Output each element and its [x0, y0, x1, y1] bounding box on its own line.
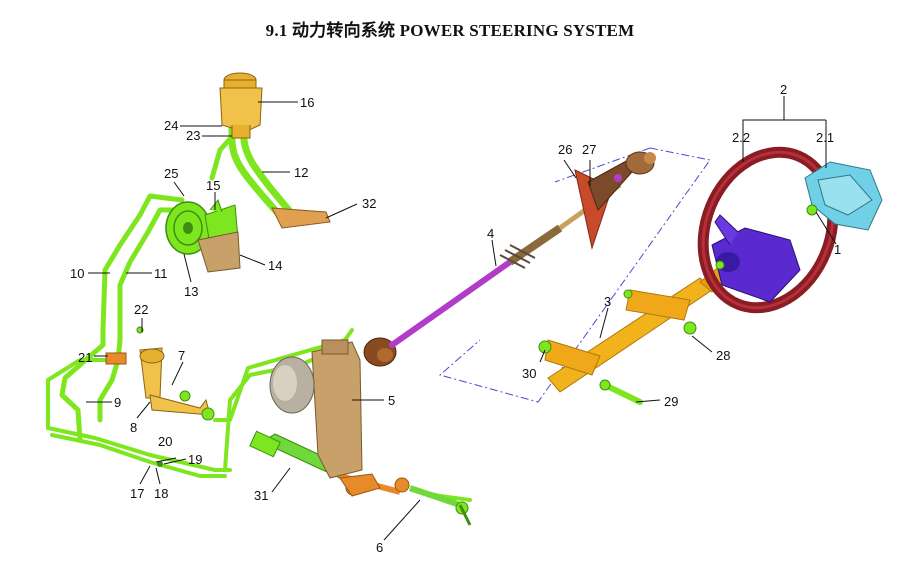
callout-24: 24	[164, 118, 178, 133]
coupler	[363, 337, 397, 367]
callout-17: 17	[130, 486, 144, 501]
callout-31: 31	[254, 488, 268, 503]
callout-22: 22	[134, 302, 148, 317]
steering-wheel-icon	[697, 146, 839, 314]
callout-labels: 1 2 2.1 2.2 3 4 5 6 7 8 9 10 11 12 13 14…	[70, 82, 841, 555]
callout-2-2: 2.2	[732, 130, 750, 145]
steering-column-icon	[538, 261, 736, 405]
dust-boot	[574, 151, 656, 250]
callout-2: 2	[780, 82, 787, 97]
callout-13: 13	[184, 284, 198, 299]
reservoir-icon	[219, 72, 263, 139]
callout-18: 18	[154, 486, 168, 501]
callout-11: 11	[154, 266, 168, 281]
callout-10: 10	[70, 266, 84, 281]
callout-9: 9	[114, 395, 121, 410]
callout-2-1: 2.1	[816, 130, 834, 145]
horn-cover	[804, 161, 883, 231]
brackets	[105, 326, 215, 467]
callout-7: 7	[178, 348, 185, 363]
callout-15: 15	[206, 178, 220, 193]
leader-lines	[86, 96, 837, 541]
callout-6: 6	[376, 540, 383, 555]
callout-25: 25	[164, 166, 178, 181]
callout-1: 1	[834, 242, 841, 257]
callout-27: 27	[582, 142, 596, 157]
callout-32: 32	[362, 196, 376, 211]
callout-3: 3	[604, 294, 611, 309]
callout-30: 30	[522, 366, 536, 381]
callout-21: 21	[78, 350, 92, 365]
callout-14: 14	[268, 258, 282, 273]
callout-26: 26	[558, 142, 572, 157]
callout-8: 8	[130, 420, 137, 435]
steering-gear-icon	[269, 339, 381, 497]
callout-20: 20	[158, 434, 172, 449]
callout-28: 28	[716, 348, 730, 363]
callout-16: 16	[300, 95, 314, 110]
page-title: 9.1 动力转向系统 POWER STEERING SYSTEM	[265, 21, 635, 40]
callout-4: 4	[487, 226, 494, 241]
callout-19: 19	[188, 452, 202, 467]
callout-12: 12	[294, 165, 308, 180]
callout-5: 5	[388, 393, 395, 408]
pump-icon	[165, 198, 331, 273]
callout-29: 29	[664, 394, 678, 409]
tie-rod-end	[409, 485, 472, 526]
callout-23: 23	[186, 128, 200, 143]
